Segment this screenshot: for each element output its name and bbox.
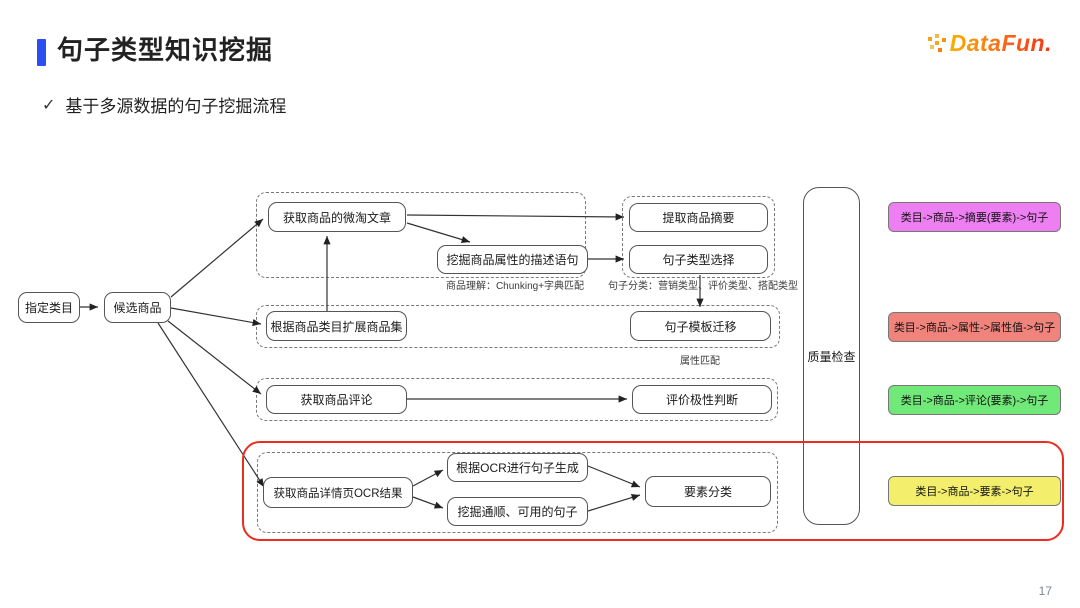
title-accent-bar	[37, 39, 46, 66]
node-get-product-reviews: 获取商品评论	[266, 385, 407, 414]
output-summary-sentence: 类目->商品->摘要(要素)->句子	[888, 202, 1061, 232]
bullet-text: 基于多源数据的句子挖掘流程	[65, 97, 287, 116]
node-get-weitao-articles: 获取商品的微淘文章	[268, 202, 406, 232]
node-sentence-type-selection: 句子类型选择	[629, 245, 768, 274]
node-ocr-sentence-generation: 根据OCR进行句子生成	[447, 453, 588, 482]
page-number: 17	[1038, 584, 1052, 598]
logo-pixels-icon	[926, 33, 948, 55]
caption-sentence-classification: 句子分类：营销类型、评价类型、搭配类型	[608, 281, 798, 292]
logo-text: DataFun.	[949, 30, 1052, 56]
datafun-logo: DataFun.	[926, 30, 1052, 57]
node-extract-product-summary: 提取商品摘要	[629, 203, 768, 232]
checkmark-icon: ✓	[42, 96, 56, 114]
group-ocr-flow	[257, 452, 778, 533]
node-candidate-products: 候选商品	[104, 292, 171, 323]
bullet-row: ✓ 基于多源数据的句子挖掘流程	[42, 92, 286, 117]
node-mine-fluent-sentences: 挖掘通顺、可用的句子	[447, 497, 588, 526]
output-review-sentence: 类目->商品->评论(要素)->句子	[888, 385, 1061, 415]
node-sentence-template-transfer: 句子模板迁移	[630, 311, 771, 341]
node-element-classification: 要素分类	[645, 476, 771, 507]
caption-attribute-matching: 属性匹配	[680, 356, 720, 367]
output-attribute-sentence: 类目->商品->属性->属性值->句子	[888, 312, 1061, 342]
group-summary-selection	[622, 196, 775, 278]
page-title: 句子类型知识挖掘	[57, 35, 274, 65]
node-quality-check: 质量检查	[803, 187, 860, 525]
node-review-polarity-judgment: 评价极性判断	[632, 385, 772, 414]
output-element-sentence: 类目->商品->要素->句子	[888, 476, 1061, 506]
node-specify-category: 指定类目	[18, 292, 80, 323]
node-expand-product-set: 根据商品类目扩展商品集	[266, 311, 407, 341]
caption-product-understanding: 商品理解：Chunking+字典匹配	[445, 281, 585, 292]
node-get-ocr-results: 获取商品详情页OCR结果	[263, 477, 413, 508]
node-mine-attribute-sentences: 挖掘商品属性的描述语句	[437, 245, 588, 274]
